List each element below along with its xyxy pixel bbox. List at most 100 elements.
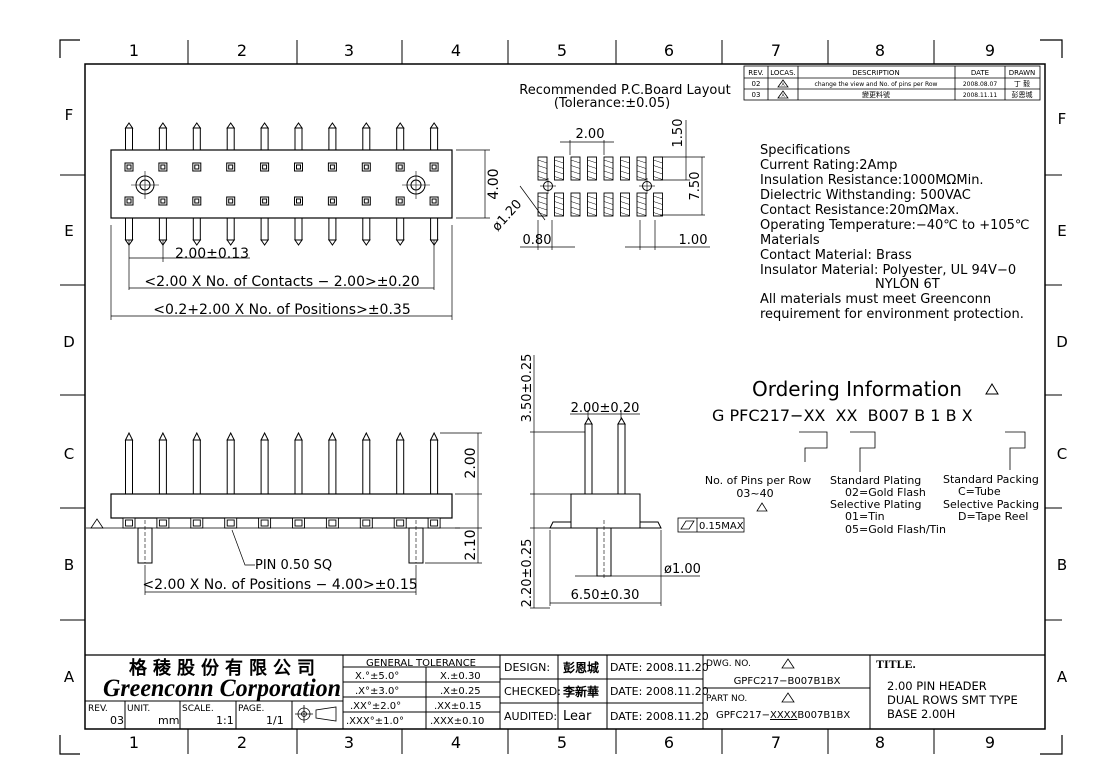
top-pin	[226, 217, 235, 241]
audited-label: AUDITED:	[504, 710, 557, 723]
col-label: 9	[985, 733, 995, 752]
top-pin-tip	[260, 239, 270, 246]
drawing-frame	[59, 39, 1063, 755]
front-pin-foot-inner	[125, 519, 133, 527]
front-pin-tip	[158, 431, 168, 441]
pcb-pad-hatch	[554, 159, 564, 164]
ordering-packing: Standard Packing	[943, 473, 1039, 486]
dwg-no-label: DWG. NO.	[706, 659, 751, 669]
top-view-post-icon	[402, 171, 430, 199]
col-label: 7	[771, 41, 781, 60]
contact-square-inner	[126, 198, 132, 204]
col-label: 4	[451, 41, 461, 60]
top-pin-tip	[226, 122, 236, 129]
flatness-value: 0.15MAX	[699, 521, 744, 532]
pcb-pad-hatch	[603, 165, 614, 169]
side-dim-diameter: ø1.00	[664, 562, 701, 577]
rev-row-locas: A	[781, 93, 785, 99]
pcb-pad-hatch	[653, 195, 663, 200]
row-label: D	[63, 333, 75, 351]
spec-line: requirement for environment protection.	[760, 307, 1024, 322]
pcb-pad-hatch	[570, 170, 581, 175]
spec-line: All materials must meet Greenconn	[760, 292, 991, 307]
top-pin	[125, 127, 133, 151]
ordering-packing-val2: D=Tape Reel	[958, 510, 1028, 523]
front-pin-tip	[294, 431, 303, 441]
part-no-suffix: B007B1BX	[797, 710, 850, 721]
contact-square	[260, 196, 270, 206]
front-view-body	[110, 493, 453, 519]
top-pin	[362, 127, 371, 151]
pcb-pad-hatch	[587, 159, 597, 164]
front-dim-top: 2.00	[463, 447, 479, 478]
rev-row-locas: A	[781, 82, 785, 88]
pcb-pad-hatch	[603, 195, 614, 200]
pcb-pad-hatch	[537, 170, 548, 175]
side-dim-pitch: 2.00±0.20	[571, 401, 640, 416]
pcb-pad-hatch	[570, 206, 581, 211]
rev-row-drawn: 彭恩城	[1012, 90, 1033, 99]
contact-square	[429, 196, 439, 206]
rev-row-description: change the view and No. of pins per Row	[815, 81, 938, 88]
rev-row-rev: 02	[752, 80, 761, 88]
rev-header-date: DATE	[971, 69, 989, 77]
contact-square	[226, 162, 236, 172]
pcb-dim-pad-height: 1.50	[671, 119, 686, 148]
pcb-dim-right: 1.00	[679, 233, 708, 248]
title-line: DUAL ROWS SMT TYPE	[887, 693, 1018, 707]
top-pin	[396, 217, 405, 241]
contact-square	[361, 162, 371, 172]
contact-square-inner	[228, 198, 234, 204]
pcb-pad-hatch	[653, 206, 663, 211]
design-value: 彭恩城	[563, 660, 599, 675]
pcb-pad-hatch	[620, 176, 630, 180]
spec-line: Specifications	[760, 143, 850, 158]
rev-value: 03	[110, 714, 124, 727]
ordering-plating-sel-val1: 01=Tin	[845, 510, 885, 523]
ordering-packing-sel: Selective Packing	[943, 498, 1039, 511]
spec-line: Insulation Resistance:1000MΩMin.	[760, 173, 984, 188]
contact-square-inner	[262, 198, 268, 204]
contact-square-inner	[126, 164, 132, 170]
front-pin-tip	[429, 431, 439, 441]
col-label: 5	[557, 41, 567, 60]
part-no-value: GPFC217−XXXXB007B1BX	[716, 710, 850, 721]
pcb-layout: Recommended P.C.Board Layout (Tolerance:…	[489, 83, 731, 250]
side-body	[570, 493, 641, 529]
contact-square-inner	[363, 198, 369, 204]
contact-square-inner	[329, 164, 335, 170]
ordering-pins-label: No. of Pins per Row	[705, 474, 811, 487]
frame-row-labels: F E D C B A F E D C B A	[63, 106, 1068, 686]
front-pin	[396, 439, 405, 495]
top-pin-tip	[124, 122, 134, 129]
row-label: B	[64, 556, 74, 574]
spec-line: Insulator Material: Polyester, UL 94V−0	[760, 263, 1016, 278]
pcb-dim-pitch: 2.00	[576, 127, 605, 142]
contact-square	[327, 162, 337, 172]
top-pin-tip	[192, 122, 202, 129]
audited-date: DATE: 2008.11.20	[610, 710, 709, 723]
side-view: 3.50±0.25 2.00±0.20 2.20±0.25 6.50±0.30 …	[520, 354, 745, 609]
pcb-dim-hole: ø1.20	[489, 197, 525, 234]
col-label: 9	[985, 41, 995, 60]
front-view: 2.00 2.10 PIN 0.50 SQ <2.00 X No. of Pos…	[86, 431, 482, 595]
rev-header-description: DESCRIPTION	[852, 69, 899, 77]
ordering-plating-std-val: 02=Gold Flash	[845, 486, 926, 499]
pcb-pad-hatch	[587, 165, 597, 169]
unit-label: UNIT.	[127, 704, 150, 714]
front-pin-tip	[260, 431, 269, 441]
pcb-pad-hatch	[537, 212, 548, 216]
pcb-pad-hatch	[587, 195, 597, 200]
pcb-pad-hatch	[620, 165, 630, 169]
col-label: 3	[344, 41, 354, 60]
rev-row-description: 變更料號	[862, 90, 890, 99]
company-name-cn: 格稜股份有限公司	[129, 657, 321, 679]
rev-label: REV.	[88, 704, 108, 714]
side-pin	[617, 423, 626, 495]
top-pin	[430, 217, 439, 241]
rev-header-drawn: DRAWN	[1009, 69, 1036, 77]
col-label: 7	[771, 733, 781, 752]
spec-line: Dielectric Withstanding: 500VAC	[760, 188, 971, 203]
tolerance-linear: X.±0.30	[440, 671, 481, 682]
pcb-layout-title: Recommended P.C.Board Layout	[519, 83, 730, 98]
